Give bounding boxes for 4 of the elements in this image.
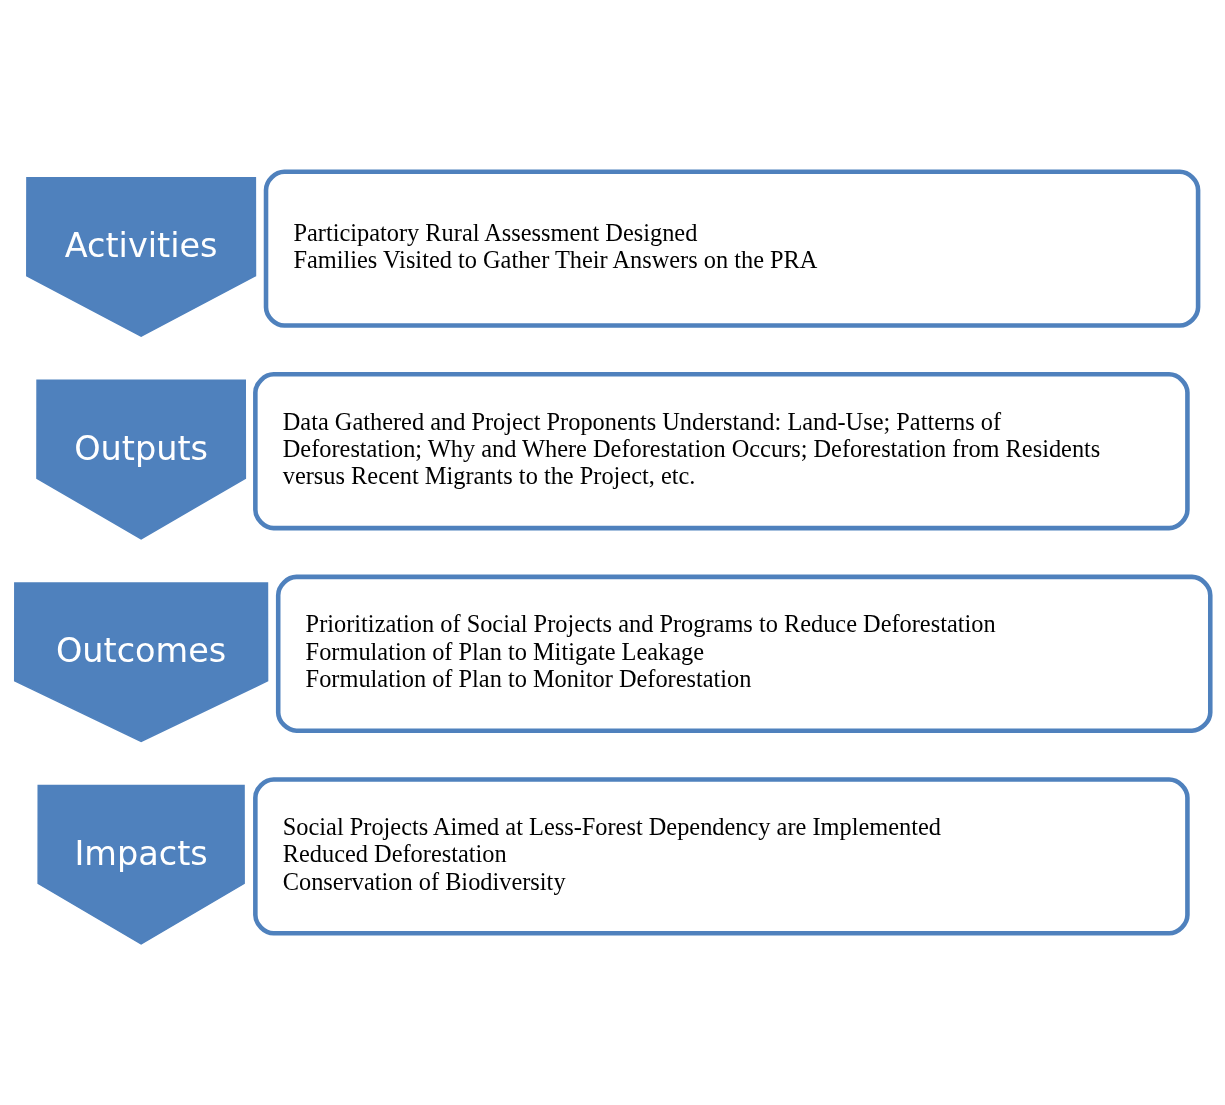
- node-box: Participatory Rural Assessment Designed Families Visited to Gather Their Answers on the PRA: [263, 169, 1201, 328]
- node-box: Social Projects Aimed at Less-Forest Dependency are Implemented Reduced Deforestation Conservation of Biodiversity: [253, 777, 1190, 936]
- node-box: Prioritization of Social Projects and Programs to Reduce Deforestation Formulation of Plan to Mitigate Leakage Formulation of Plan to Monitor Deforestation: [275, 574, 1213, 733]
- node-box: Data Gathered and Project Proponents Understand: Land-Use; Patterns of Deforestation; Why and Where Deforestation Occurs; Deforestation from Residents versus Recent Migrants to the Project, etc.: [253, 372, 1190, 531]
